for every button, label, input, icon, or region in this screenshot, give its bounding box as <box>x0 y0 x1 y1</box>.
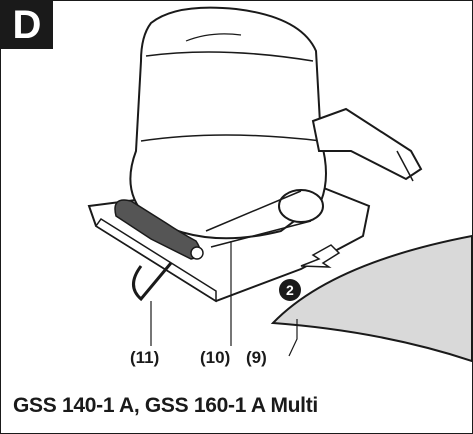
dust-spout <box>311 107 423 181</box>
clamp-roller <box>278 189 324 223</box>
sander-body <box>129 6 327 240</box>
sanding-sheet <box>270 234 472 363</box>
figure-badge: D <box>1 1 53 49</box>
callout-9: (9) <box>246 348 267 367</box>
step-number: 2 <box>286 282 294 298</box>
insertion-arrow <box>300 244 341 268</box>
step-marker <box>279 279 301 301</box>
model-caption: GSS 140-1 A, GSS 160-1 A Multi <box>13 394 318 417</box>
callout-11: (11) <box>130 348 159 367</box>
callout-10: (10) <box>200 348 230 367</box>
